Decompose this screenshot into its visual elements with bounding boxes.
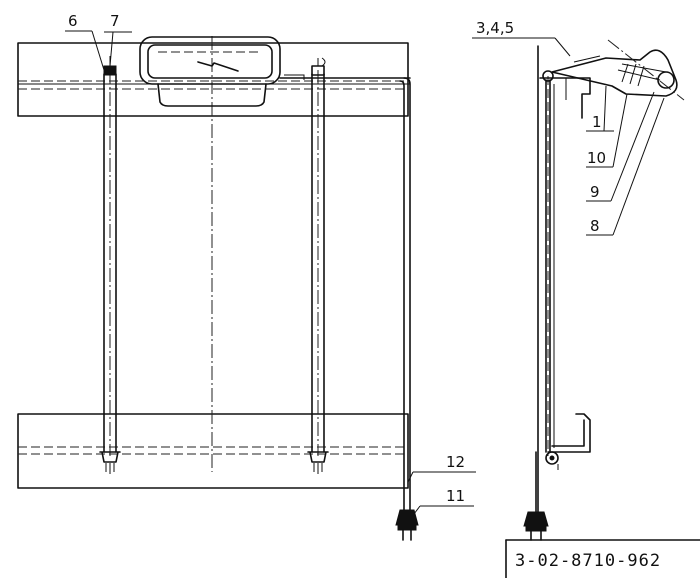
right-heating-tube xyxy=(307,70,329,474)
left-heating-tube xyxy=(99,70,121,474)
top-rail xyxy=(17,42,410,117)
callout-10: 10 xyxy=(587,149,606,167)
callout-3-4-5: 3,4,5 xyxy=(476,19,514,37)
side-control-box xyxy=(551,39,685,101)
side-view xyxy=(472,37,685,541)
document-number-box: 3-02-8710-962 xyxy=(505,539,700,578)
document-number: 3-02-8710-962 xyxy=(515,551,661,571)
callout-9: 9 xyxy=(590,183,600,201)
callout-1: 1 xyxy=(592,113,602,131)
side-bottom-bracket xyxy=(545,413,591,470)
front-view-leaders xyxy=(65,30,476,515)
side-top-bracket xyxy=(539,70,591,119)
callout-6: 6 xyxy=(68,12,78,30)
side-plug xyxy=(523,511,549,541)
fastening-screws-top xyxy=(103,56,326,76)
callout-7: 7 xyxy=(110,12,120,30)
control-box-housing xyxy=(139,36,305,107)
callout-11: 11 xyxy=(446,487,465,505)
side-panel xyxy=(537,45,555,513)
bottom-rail xyxy=(17,413,409,489)
front-view xyxy=(17,30,476,541)
plug xyxy=(395,509,419,541)
side-view-leaders xyxy=(472,37,665,236)
callout-8: 8 xyxy=(590,217,600,235)
callout-12: 12 xyxy=(446,453,465,471)
supply-cable xyxy=(279,77,411,511)
